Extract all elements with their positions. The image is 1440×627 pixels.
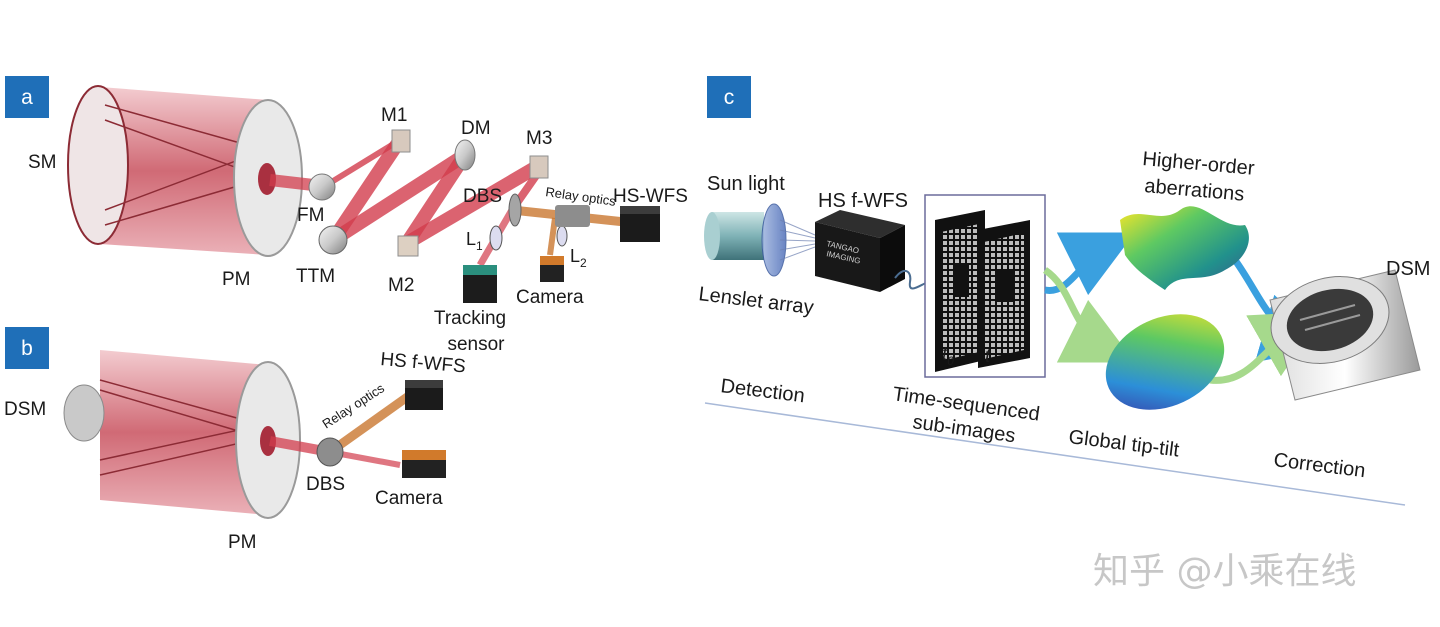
label-detection: Detection — [719, 375, 806, 407]
l1-lens — [489, 225, 503, 251]
label-t: t — [985, 346, 991, 367]
dbs-splitter — [508, 193, 522, 227]
higher-order-aberration-surface — [1120, 206, 1249, 290]
label-pm-b: PM — [228, 532, 257, 553]
panel-a: a — [5, 76, 688, 355]
telescope-b — [63, 350, 301, 519]
label-camera-b: Camera — [375, 488, 443, 509]
telescope-a — [67, 85, 303, 257]
label-hs-wfs: HS-WFS — [613, 186, 688, 207]
label-sun-light: Sun light — [707, 173, 785, 195]
blue-flow-arrow — [1044, 232, 1136, 296]
camera-cable — [894, 269, 929, 290]
label-camera-a: Camera — [516, 287, 584, 308]
l2-lens — [556, 225, 568, 247]
green-flow-arrow — [1042, 267, 1136, 363]
panel-b: b DSM PM DBS Relay optics HS f-WFS Came — [4, 327, 467, 553]
label-higher-order-1: Higher-order — [1142, 148, 1256, 180]
label-higher-order-2: aberrations — [1144, 175, 1246, 206]
label-tracking-sensor-2: sensor — [447, 334, 505, 355]
label-hs-f-wfs-c: HS f-WFS — [818, 190, 908, 212]
dbs-splitter-b — [316, 437, 344, 467]
label-dsm-b: DSM — [4, 399, 46, 420]
ttm-mirror — [318, 225, 348, 255]
relay-optics-a — [555, 205, 590, 227]
tracking-sensor — [463, 265, 497, 303]
global-tip-tilt-surface — [1105, 314, 1225, 410]
dsm-cylinder — [1269, 269, 1421, 401]
sun-light-tube — [704, 212, 764, 260]
label-fm: FM — [297, 205, 324, 226]
panel-c: c TANGAO IMAGING — [697, 76, 1430, 506]
detection-divider-line — [704, 402, 1406, 506]
svg-text:c: c — [724, 86, 735, 109]
label-dsm-c: DSM — [1386, 258, 1430, 280]
m2-mirror — [397, 235, 419, 257]
hs-f-wfs-camera-c: TANGAO IMAGING — [815, 210, 905, 292]
label-global-tip-tilt: Global tip-tilt — [1067, 426, 1180, 461]
dm-mirror — [454, 139, 476, 171]
hs-f-wfs-camera-b — [405, 380, 443, 410]
camera-b — [402, 450, 446, 478]
label-sm-a: SM — [28, 152, 57, 173]
label-tracking-sensor-1: Tracking — [434, 308, 506, 329]
panel-a-tag: a — [5, 76, 49, 118]
panel-c-tag: c — [707, 76, 751, 118]
fm-mirror — [308, 173, 336, 201]
camera-a — [540, 256, 564, 282]
label-l1: L1 — [466, 229, 483, 253]
label-dm: DM — [461, 118, 491, 139]
hs-wfs-camera-a — [620, 206, 660, 242]
label-m3: M3 — [526, 128, 552, 149]
beam-to-camera-c — [779, 219, 816, 261]
watermark: 知乎 @小乘在线 — [1093, 551, 1356, 592]
label-dbs-b: DBS — [306, 474, 345, 495]
label-pm-a: PM — [222, 269, 251, 290]
label-ttm: TTM — [296, 266, 335, 287]
label-t0: t0 — [942, 344, 954, 368]
label-l2: L2 — [570, 246, 587, 270]
svg-text:a: a — [21, 86, 33, 109]
panel-b-tag: b — [5, 327, 49, 369]
label-m1: M1 — [381, 105, 407, 126]
svg-text:b: b — [21, 337, 33, 360]
m3-mirror — [529, 155, 549, 179]
label-lenslet-array: Lenslet array — [697, 283, 814, 319]
sub-images-frame: t0 t — [924, 194, 1046, 378]
m1-mirror — [391, 129, 411, 153]
label-correction: Correction — [1272, 449, 1366, 482]
label-dbs-a: DBS — [463, 186, 502, 207]
label-m2: M2 — [388, 275, 414, 296]
